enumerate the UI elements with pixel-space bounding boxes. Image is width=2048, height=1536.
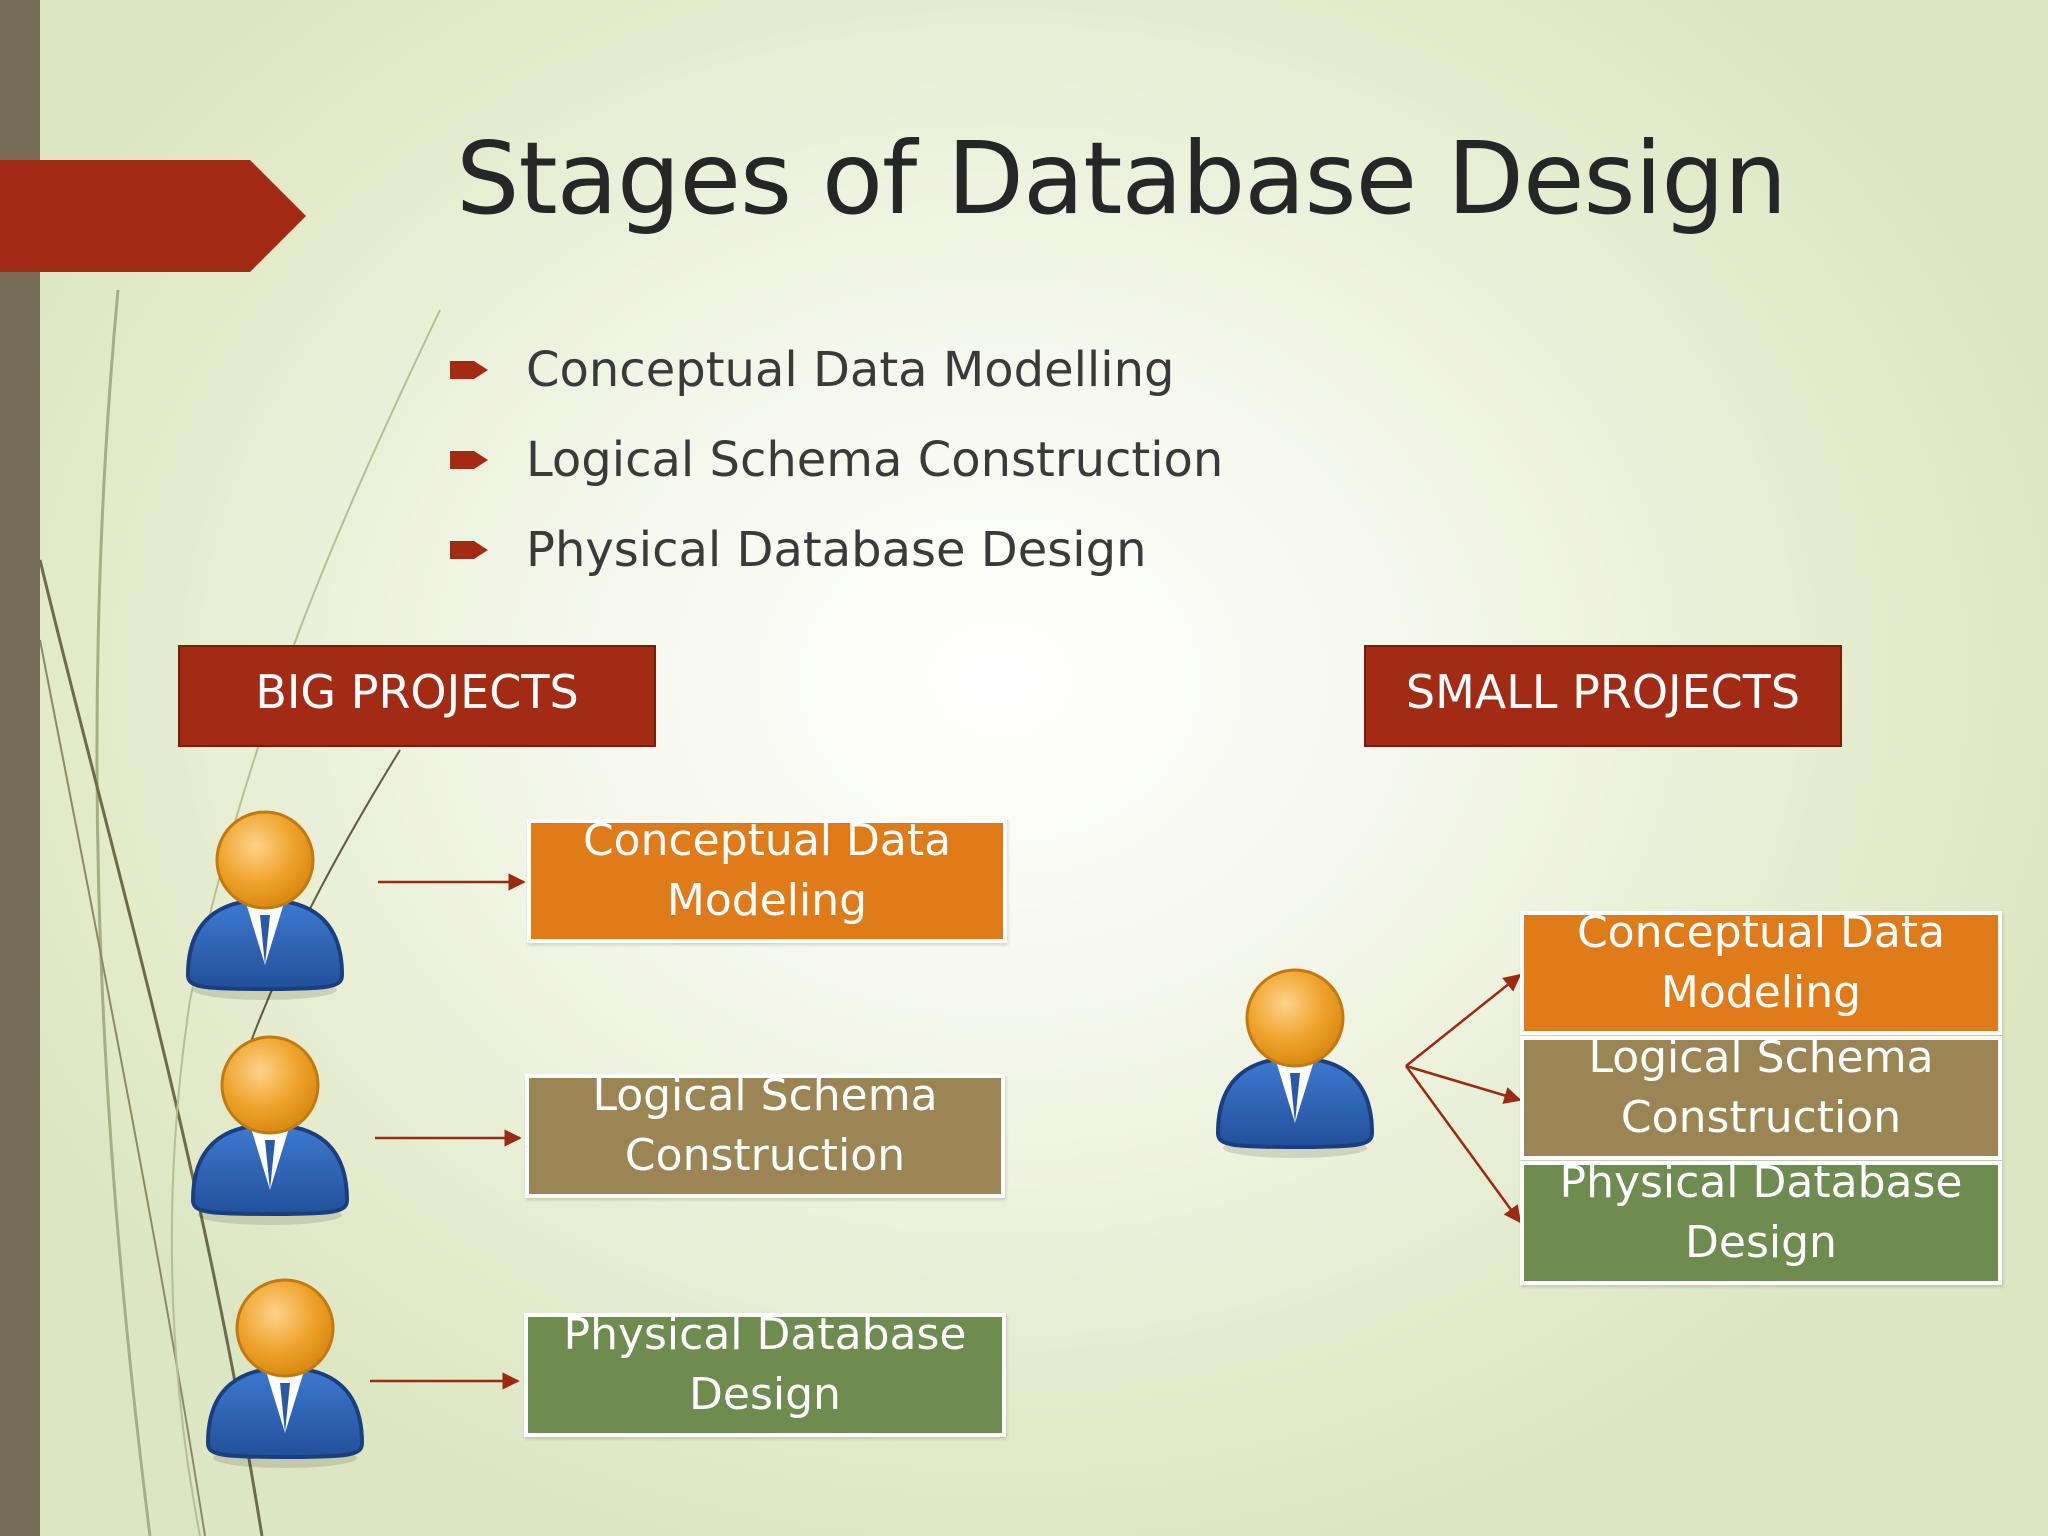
arrow-line [1404,1065,1522,1224]
arrow-line [1405,1064,1522,1104]
bullet-text: Conceptual Data Modelling [526,342,1175,398]
slide-title: Stages of Database Design [456,120,1787,237]
stage-line: Construction [1620,1092,1902,1143]
bullet-list: Conceptual Data Modelling Logical Schema… [450,325,1223,595]
stage-line: Construction [624,1130,906,1181]
stage-line: Modeling [666,875,868,926]
user-person-icon [190,1035,350,1225]
stage-line: Physical Database [563,1313,967,1360]
stage-line: Conceptual Data [1576,911,1946,958]
bullet-text: Physical Database Design [526,522,1147,578]
arrow-bullet-icon [450,361,488,379]
bullet-item: Physical Database Design [450,505,1223,595]
bullet-item: Conceptual Data Modelling [450,325,1223,415]
small-stage-physical-database-design: Physical Database Design [1520,1161,2002,1285]
user-person-icon [185,810,345,1000]
arrow-bullet-icon [450,451,488,469]
stage-line: Design [1685,1217,1837,1268]
stage-line: Design [689,1369,841,1420]
user-person-icon [205,1278,365,1468]
stage-line: Modeling [1660,967,1862,1018]
title-flag-shape [0,160,306,272]
small-stage-conceptual-data-modeling: Conceptual Data Modeling [1520,911,2002,1035]
stage-line: Logical Schema [592,1074,938,1121]
bullet-text: Logical Schema Construction [526,432,1224,488]
big-projects-header: BIG PROJECTS [178,645,656,747]
big-stage-logical-schema-construction: Logical Schema Construction [525,1074,1005,1198]
stage-line: Conceptual Data [582,819,952,866]
stage-line: Physical Database [1559,1161,1963,1208]
arrow-line [1405,973,1522,1067]
stage-line: Logical Schema [1588,1036,1934,1083]
arrow-bullet-icon [450,541,488,559]
big-stage-conceptual-data-modeling: Conceptual Data Modeling [527,819,1007,943]
bullet-item: Logical Schema Construction [450,415,1223,505]
big-stage-physical-database-design: Physical Database Design [524,1313,1006,1437]
small-projects-header: SMALL PROJECTS [1364,645,1842,747]
user-person-icon [1215,968,1375,1158]
small-stage-logical-schema-construction: Logical Schema Construction [1520,1036,2002,1160]
